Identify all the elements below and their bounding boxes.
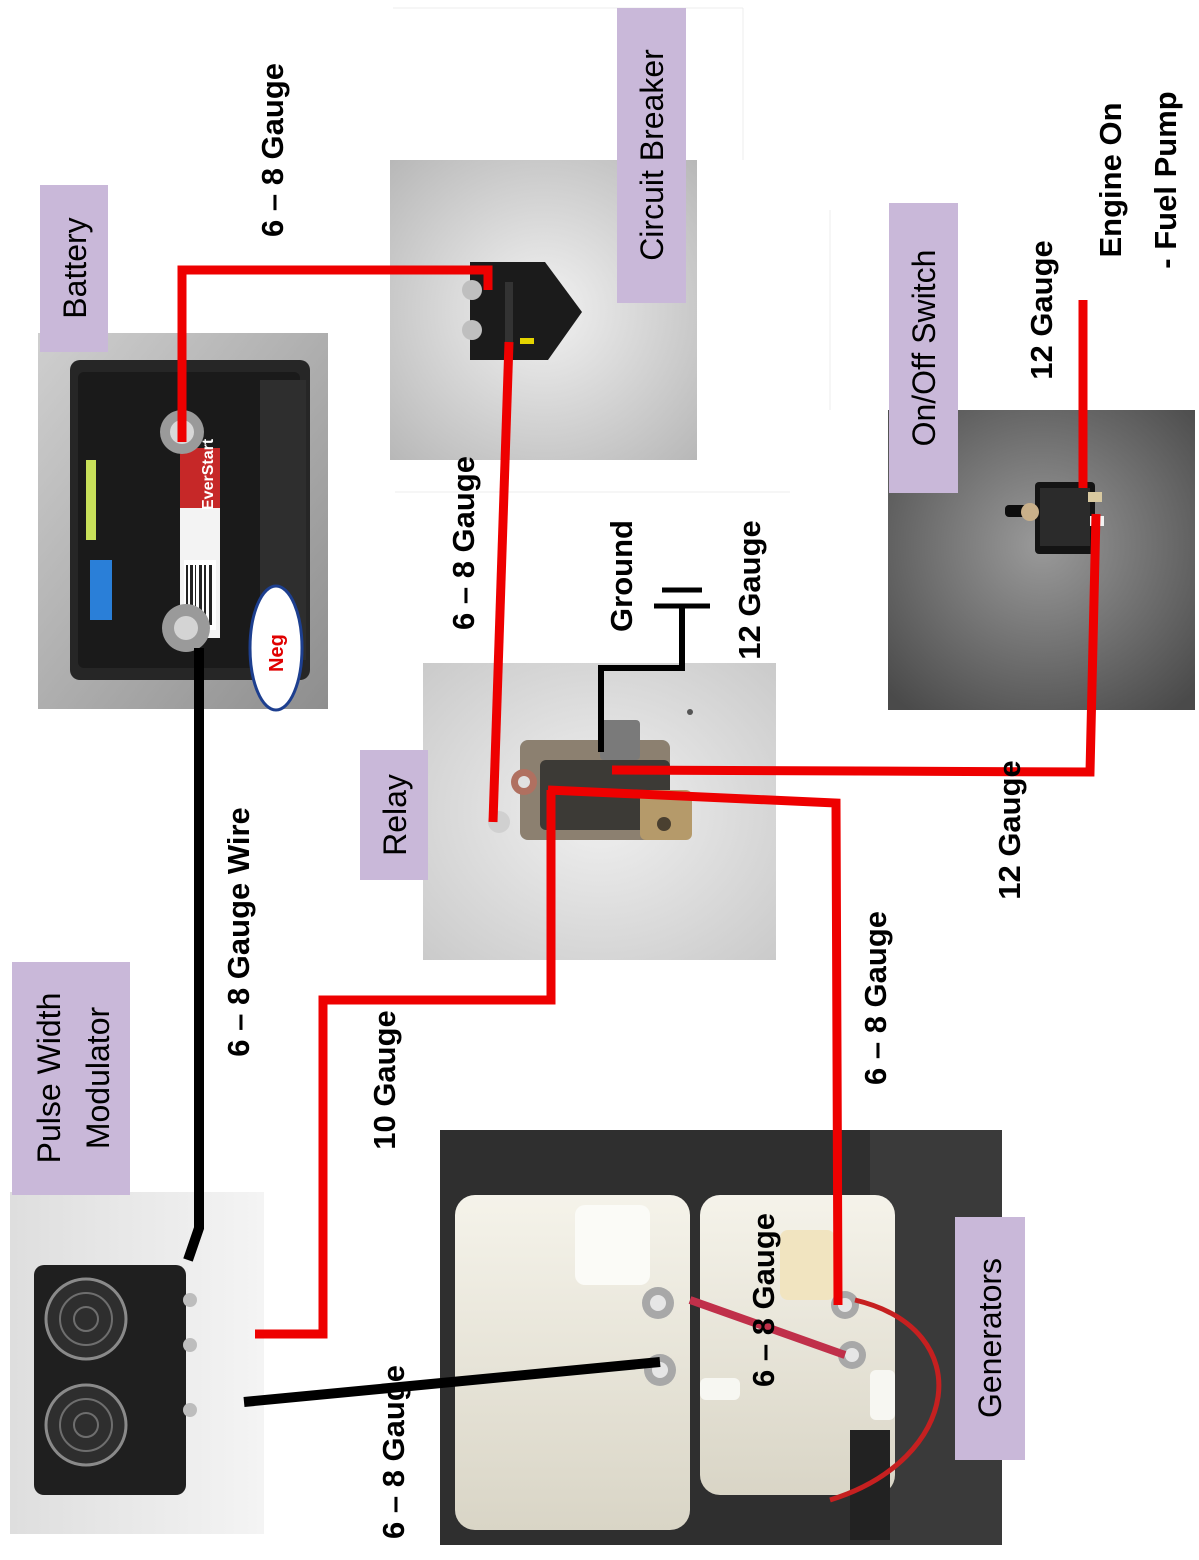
ground-label: Ground [604, 520, 639, 632]
engine-on-label-line2: - Fuel Pump [1148, 91, 1183, 268]
battery-brand-text: EverStart [200, 438, 217, 510]
label-pulse-width-modulator: Pulse Width Modulator [12, 962, 130, 1195]
label-pwm-line1: Pulse Width [31, 993, 67, 1164]
label-pwm-line2: Modulator [80, 1007, 116, 1150]
wire-relay-to-pwm [255, 790, 556, 1339]
wire-relay-to-generators [547, 785, 843, 1306]
label-circuit-breaker: Circuit Breaker [617, 8, 686, 303]
wire-breaker-to-relay [488, 341, 514, 823]
label-battery: Battery [40, 185, 108, 352]
label-relay-text: Relay [377, 774, 413, 856]
gauge-label-relay-pwm: 10 Gauge [367, 1010, 402, 1150]
label-generators: Generators [955, 1217, 1025, 1460]
label-on-off-switch: On/Off Switch [889, 203, 958, 493]
wire-battery-to-breaker [177, 265, 493, 442]
wire-switch-to-relay [611, 513, 1101, 777]
wire-pwm-to-generators [243, 1357, 661, 1407]
ground-symbol-icon [654, 587, 710, 609]
pwm-photo [10, 1192, 264, 1534]
gauge-label-pwm-generators: 6 – 8 Gauge [376, 1365, 411, 1539]
gauge-label-switch-relay: 12 Gauge [992, 760, 1027, 900]
engine-on-label-line1: Engine On [1093, 103, 1128, 258]
gauge-label-battery-neg-pwm: 6 – 8 Gauge Wire [221, 807, 256, 1057]
generators-photo [440, 1130, 1002, 1545]
label-circuit-breaker-text: Circuit Breaker [634, 49, 670, 261]
label-relay: Relay [360, 750, 428, 880]
label-generators-text: Generators [972, 1258, 1008, 1418]
gauge-label-battery-breaker: 6 – 8 Gauge [255, 63, 290, 237]
battery-neg-tag: Neg [248, 584, 304, 712]
wires [177, 265, 1101, 1407]
battery-neg-tag-text: Neg [266, 634, 288, 672]
gauge-label-switch-out: 12 Gauge [1024, 240, 1059, 380]
label-on-off-switch-text: On/Off Switch [906, 250, 942, 447]
gauge-label-ground-wire: 12 Gauge [732, 520, 767, 660]
wire-relay-ground [598, 608, 685, 752]
gauge-label-breaker-relay: 6 – 8 Gauge [446, 456, 481, 630]
gauge-label-generator-jumper: 6 – 8 Gauge [746, 1213, 781, 1387]
label-battery-text: Battery [57, 217, 93, 318]
gauge-label-relay-generators: 6 – 8 Gauge [858, 911, 893, 1085]
wire-battery-neg-to-pwm [183, 648, 204, 1262]
